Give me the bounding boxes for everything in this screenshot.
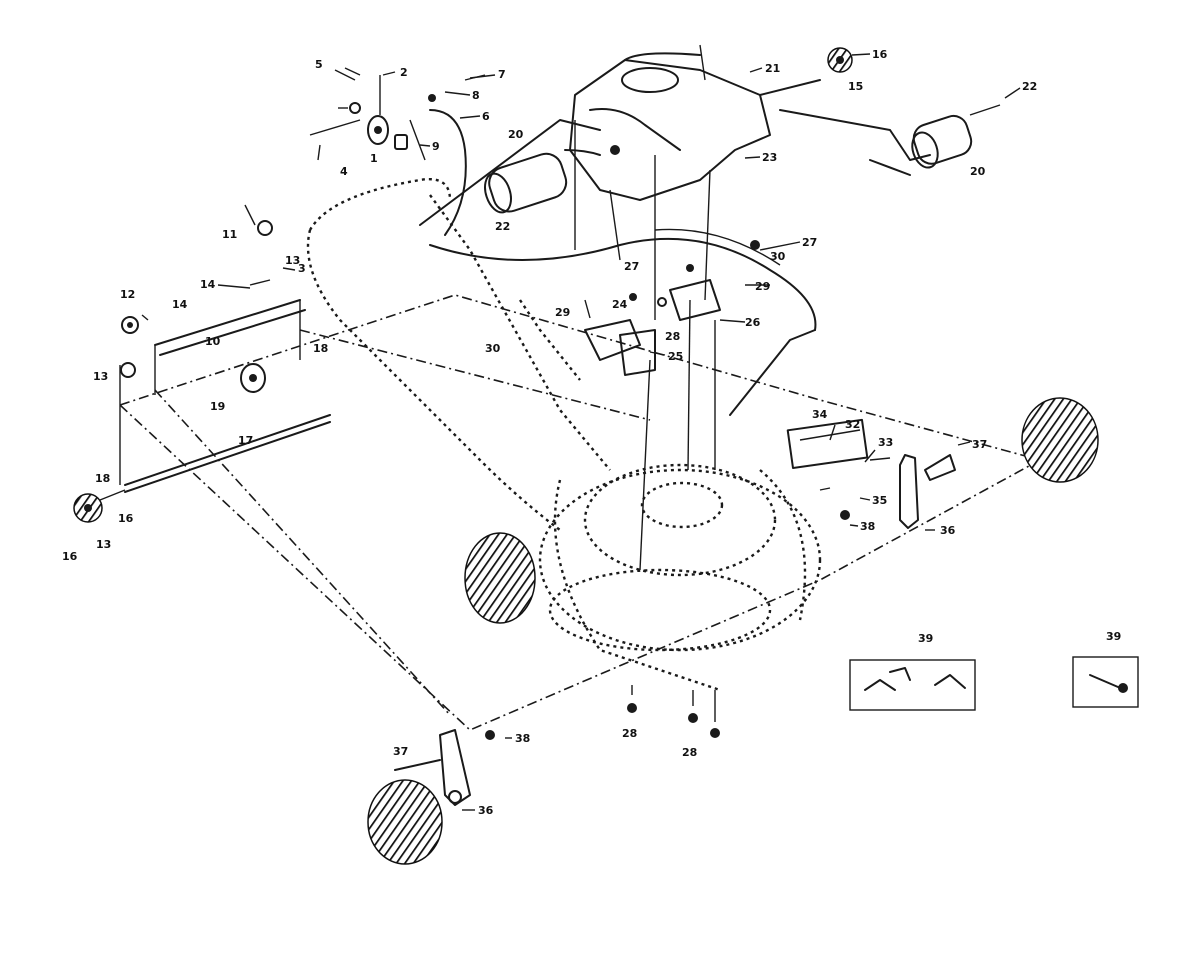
upper-shaft-assembly [759,47,1001,176]
engine-assembly [538,463,822,692]
callout-33: 33 [878,436,893,449]
callout-1: 1 [370,152,378,165]
front-left-wheel [367,779,443,865]
callout-20a: 20 [508,128,524,141]
handle-top-assembly [569,44,771,320]
callout-2: 2 [400,66,408,79]
callout-18a: 18 [313,342,328,355]
callout-7: 7 [498,68,506,81]
callout-27a: 27 [802,236,817,249]
callout-34a: 34 [812,408,828,421]
callout-9: 9 [432,140,440,153]
callout-32: 32 [845,418,860,431]
top-left-linkage [309,69,486,236]
callout-13b: 13 [93,370,108,383]
callout-36a: 36 [940,524,956,537]
callout-11: 11 [222,228,237,241]
callout-38b: 38 [515,732,530,745]
callout-14b: 14 [172,298,188,311]
callout-30b: 30 [485,342,501,355]
rear-right-wheel [1021,397,1099,483]
callout-13c: 13 [96,538,111,551]
right-adjust-assembly [584,240,956,571]
deck-hardware [627,685,720,738]
callout-19: 19 [210,400,225,413]
callout-28c: 28 [682,746,697,759]
callout-18b: 18 [95,472,110,485]
callout-14a: 14 [200,278,216,291]
callout-27b: 27 [624,260,639,273]
hardware-kit-boxes [849,656,1139,711]
rear-left-wheel [464,532,536,624]
callout-10: 10 [205,335,221,348]
callout-13a: 13 [285,254,300,267]
callout-37b: 37 [393,745,408,758]
grass-chute [419,119,817,416]
leader-lines [141,53,1021,811]
callout-30a: 30 [770,250,786,263]
callout-26: 26 [745,316,761,329]
callout-29b: 29 [555,306,570,319]
callout-22a: 22 [495,220,510,233]
callout-39b: 39 [1106,630,1121,643]
callout-labels: 5 2 7 8 6 9 4 1 20 22 21 16 15 22 20 23 … [62,48,1121,817]
starter-motor [484,145,620,214]
callout-20b: 20 [970,165,986,178]
callout-6: 6 [482,110,490,123]
callout-28b: 28 [622,727,637,740]
callout-12: 12 [120,288,135,301]
callout-35: 35 [872,494,887,507]
callout-28a: 28 [665,330,680,343]
callout-17: 17 [238,434,253,447]
callout-25a: 25 [668,350,683,363]
callout-16b: 16 [118,512,134,525]
callout-21: 21 [765,62,780,75]
callout-24: 24 [612,298,628,311]
wheels [367,397,1099,865]
callout-23: 23 [762,151,777,164]
callout-5: 5 [315,58,323,71]
callout-8: 8 [472,89,480,102]
callout-38a: 38 [860,520,875,533]
mower-deck [119,294,1041,731]
left-axle-assembly [73,204,331,523]
callout-36b: 36 [478,804,494,817]
front-wheel-bracket [394,729,495,806]
callout-4: 4 [340,165,348,178]
callout-16a: 16 [872,48,888,61]
callout-3: 3 [298,262,306,275]
callout-22b: 22 [1022,80,1037,93]
callout-29a: 29 [755,280,770,293]
callout-16c: 16 [62,550,78,563]
handle-assembly [306,178,611,531]
callout-39a: 39 [918,632,933,645]
callout-15: 15 [848,80,863,93]
callout-37a: 37 [972,438,987,451]
